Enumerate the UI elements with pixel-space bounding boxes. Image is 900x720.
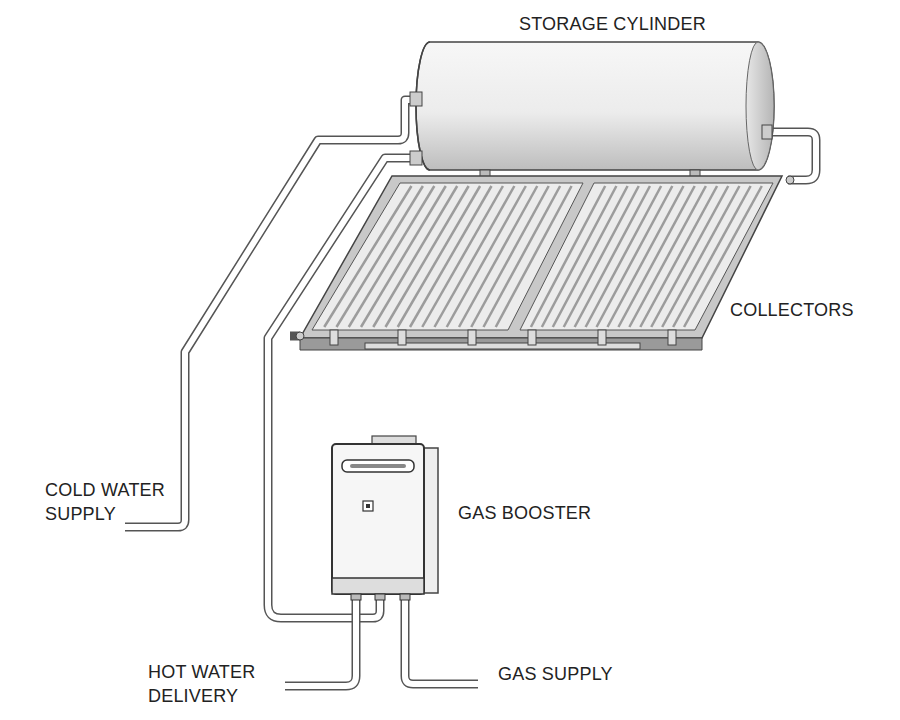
label-text: COLLECTORS — [730, 300, 854, 320]
label-text: GAS BOOSTER — [458, 503, 591, 523]
collector-fin — [422, 186, 503, 327]
pipes — [125, 100, 816, 686]
collector-fin — [575, 186, 650, 327]
collector-fin — [373, 186, 457, 327]
collector-fin — [586, 186, 662, 327]
collector-fin — [651, 186, 728, 327]
part-label: HOT WATER DELIVERY — [148, 660, 283, 708]
collector-fin — [531, 186, 605, 327]
collector-fin — [496, 186, 572, 327]
collector-fin — [471, 186, 548, 327]
collector-fin — [386, 186, 469, 327]
label-text: STORAGE CYLINDER — [519, 14, 706, 34]
part-label: STORAGE CYLINDER — [519, 12, 779, 36]
collector-fin — [618, 186, 694, 327]
solar-collectors — [296, 176, 794, 350]
label-text: GAS SUPPLY — [498, 664, 613, 684]
collector-fin — [410, 186, 492, 327]
collector-fin — [564, 186, 639, 327]
label-text: HOT WATER DELIVERY — [148, 662, 255, 706]
collector-fin — [398, 186, 480, 327]
part-label: GAS SUPPLY — [498, 662, 658, 686]
collector-fin — [435, 186, 515, 327]
part-label: COLD WATER SUPPLY — [45, 478, 180, 526]
collector-fin — [484, 186, 561, 327]
gas-booster — [332, 436, 438, 600]
collector-fin — [447, 186, 526, 327]
collector-fin — [542, 186, 617, 327]
collector-fin — [459, 186, 537, 327]
collector-fin — [553, 186, 628, 327]
collector-fin — [640, 186, 717, 327]
collector-fin — [608, 186, 684, 327]
storage-cylinder — [410, 42, 774, 178]
label-text: COLD WATER SUPPLY — [45, 480, 165, 524]
collector-fin — [662, 186, 739, 327]
part-label: GAS BOOSTER — [458, 501, 618, 525]
collector-fin — [597, 186, 673, 327]
part-label: COLLECTORS — [730, 298, 880, 322]
